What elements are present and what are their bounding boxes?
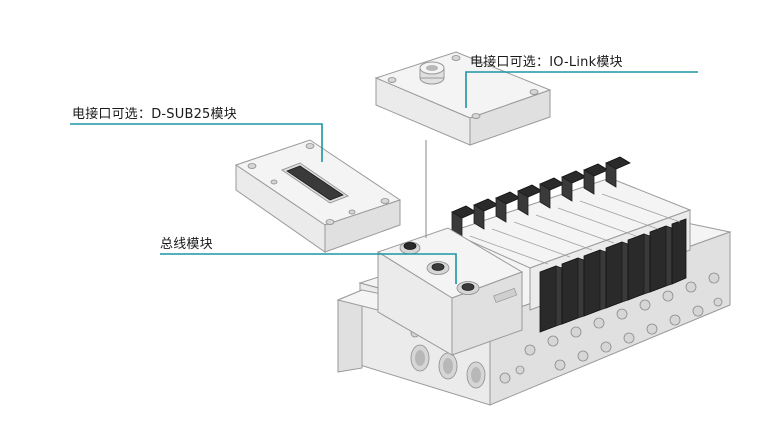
port-row-lower bbox=[554, 297, 723, 371]
callout-line-bus bbox=[160, 253, 457, 284]
iolink-module bbox=[374, 51, 552, 146]
solenoid-coils-front bbox=[539, 218, 687, 333]
label-dsub: 电接口可选：D-SUB25模块 bbox=[72, 107, 237, 122]
callout-line-iolink bbox=[465, 71, 698, 108]
callout-line-dsub bbox=[70, 123, 323, 162]
dsub25-module bbox=[234, 139, 402, 253]
label-bus: 总线模块 bbox=[160, 237, 213, 252]
label-iolink: 电接口可选：IO-Link模块 bbox=[470, 55, 623, 70]
port-row-upper bbox=[524, 272, 720, 356]
valve-stations bbox=[448, 156, 692, 333]
